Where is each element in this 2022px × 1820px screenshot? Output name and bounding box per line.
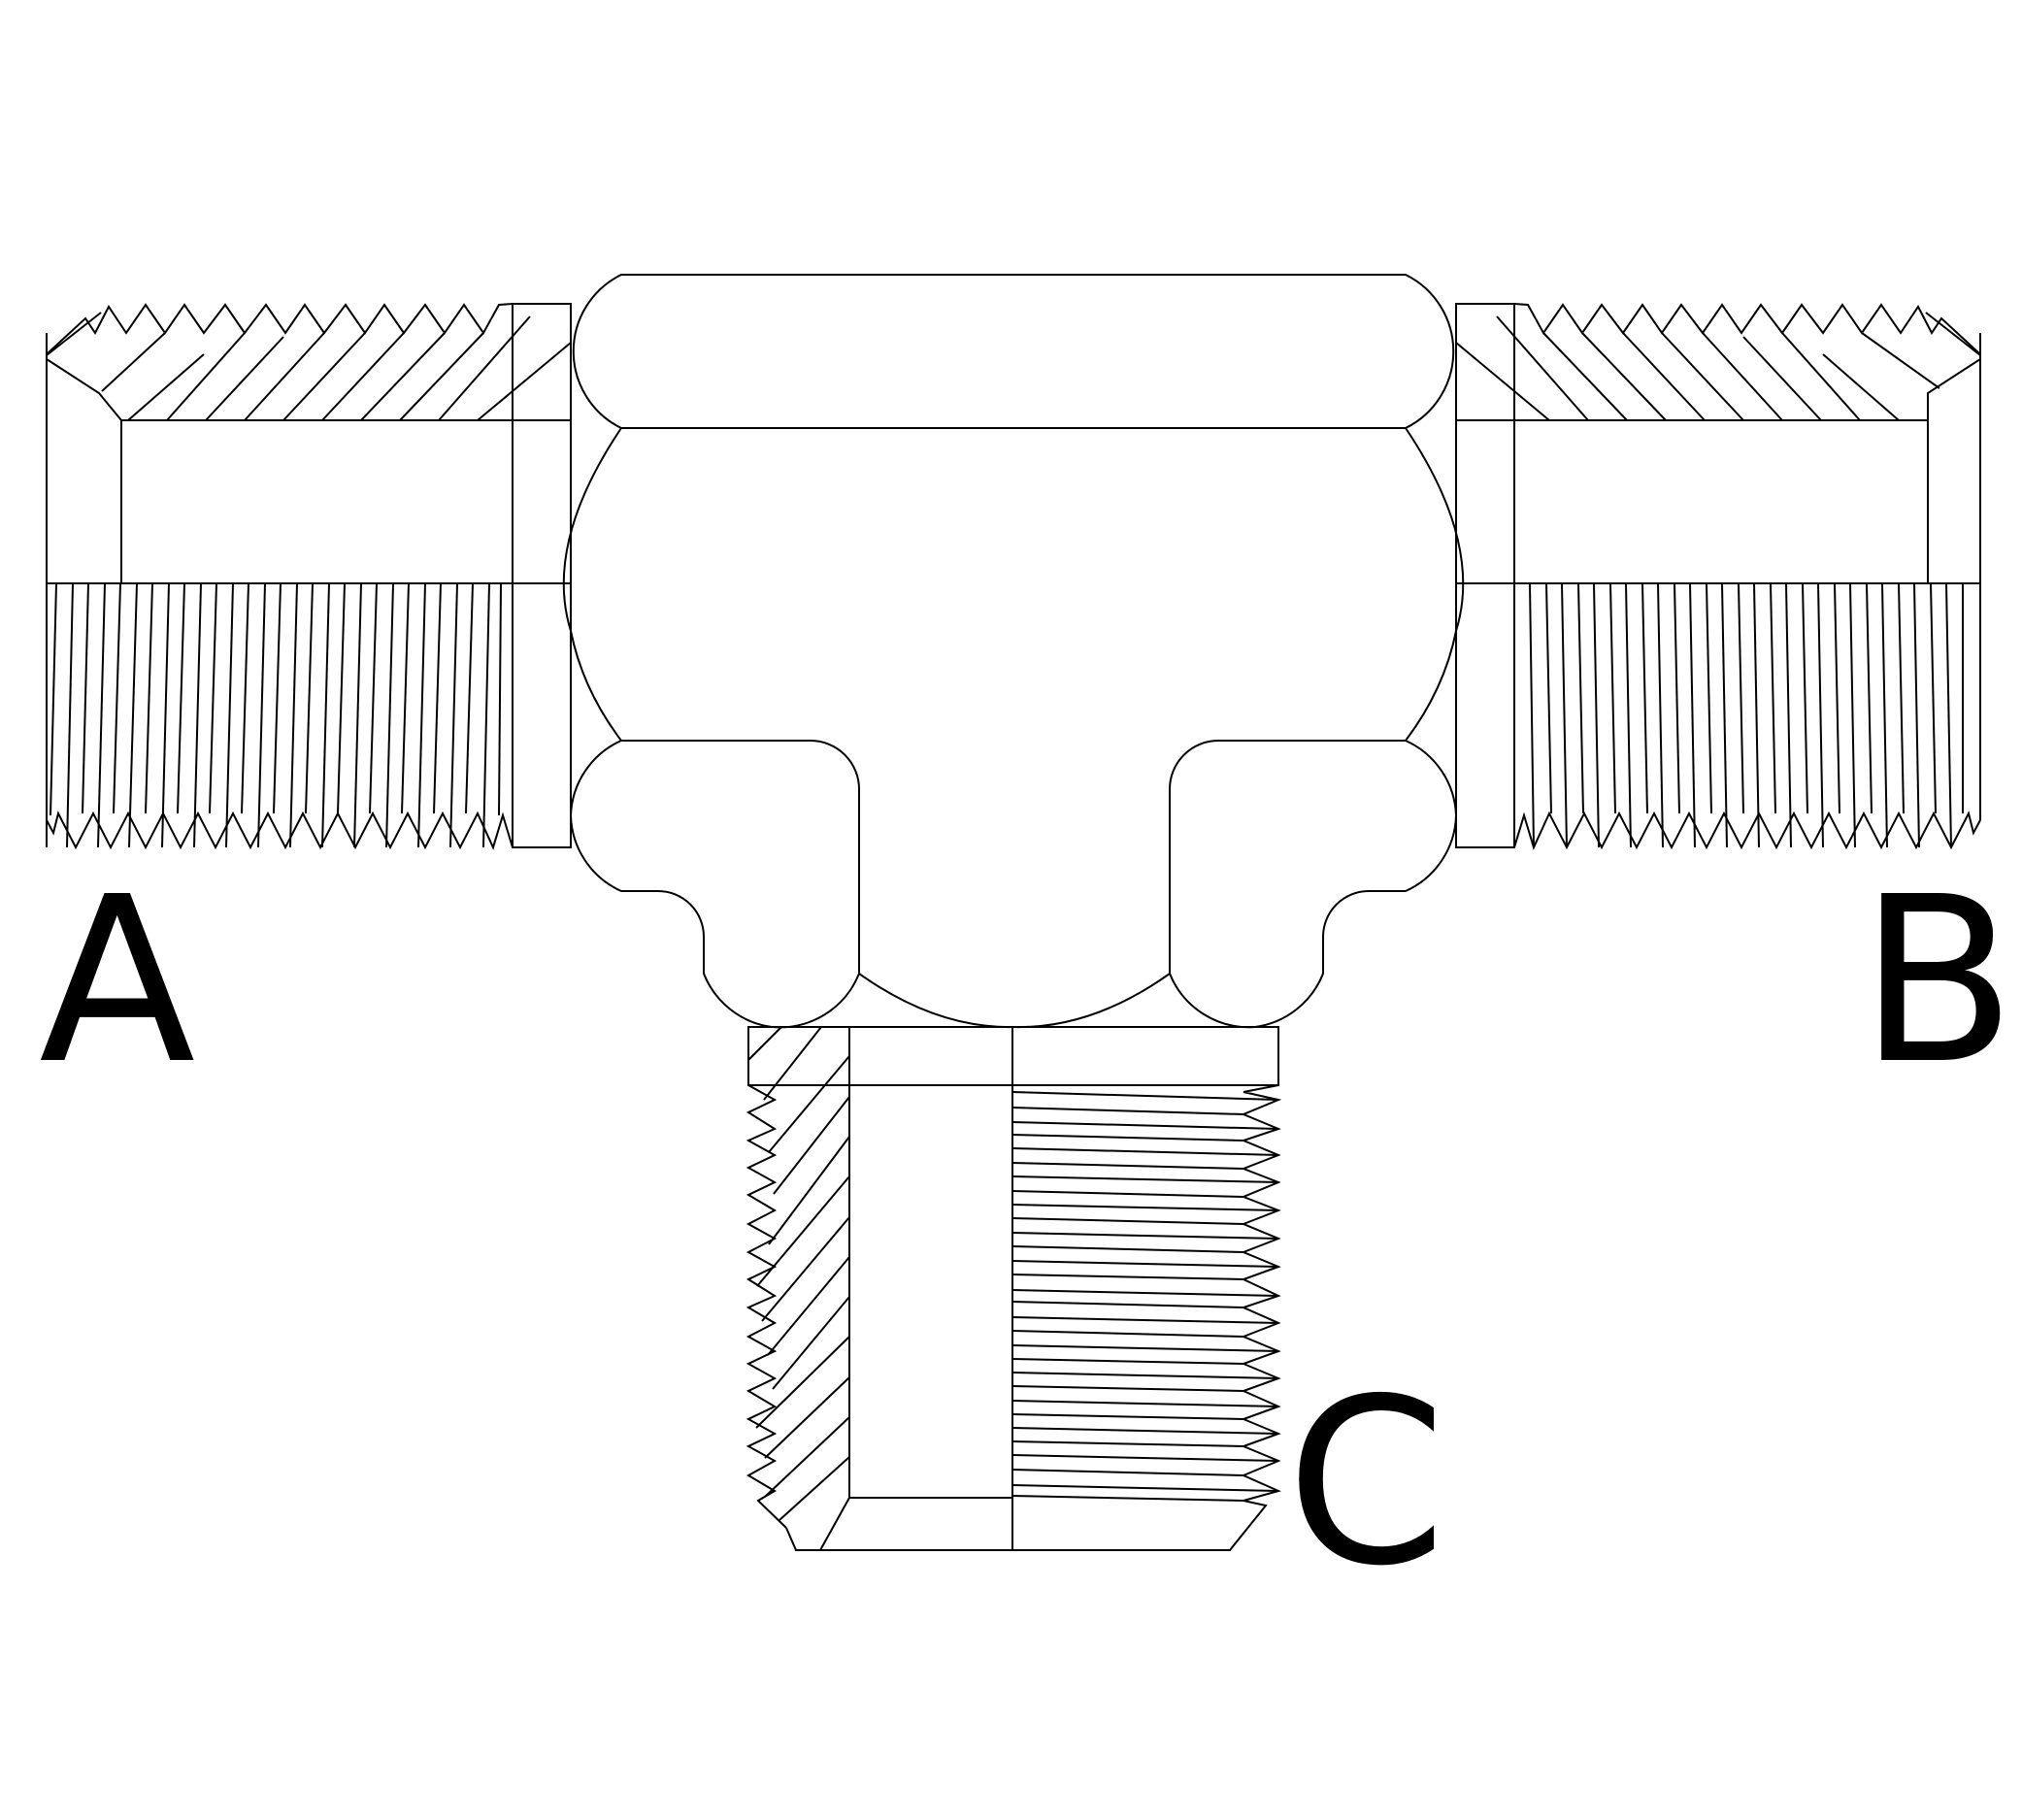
port-c-bottom: [785, 1527, 1012, 1551]
body-belly-arc: [858, 973, 1171, 1029]
port-a-shoulder: [512, 303, 572, 848]
port-c-hatch: [747, 1026, 850, 1521]
body-bulge-right: [1405, 427, 1465, 742]
port-a-bottom-thread: [46, 811, 514, 850]
tee-body: [562, 274, 1465, 1029]
port-c-thread-flanks: [1011, 1091, 1279, 1502]
port-a-chamfer: [46, 358, 122, 421]
body-top-cap: [572, 274, 1455, 429]
port-a-hatch: [46, 312, 572, 421]
body-bulge-left: [562, 427, 622, 742]
port-a-thread-flanks: [50, 582, 502, 848]
port-label-c: C: [1286, 1349, 1446, 1616]
body-wing-right: [1169, 740, 1458, 1029]
port-a: [46, 303, 572, 850]
port-a-top-thread: [46, 303, 514, 357]
port-label-a: A: [39, 847, 196, 1114]
port-label-b: B: [1859, 847, 2016, 1114]
port-c-left-thread: [746, 1084, 787, 1529]
port-b: [1455, 303, 1981, 850]
body-wing-left: [569, 740, 860, 1029]
port-c: [746, 1026, 1282, 1551]
